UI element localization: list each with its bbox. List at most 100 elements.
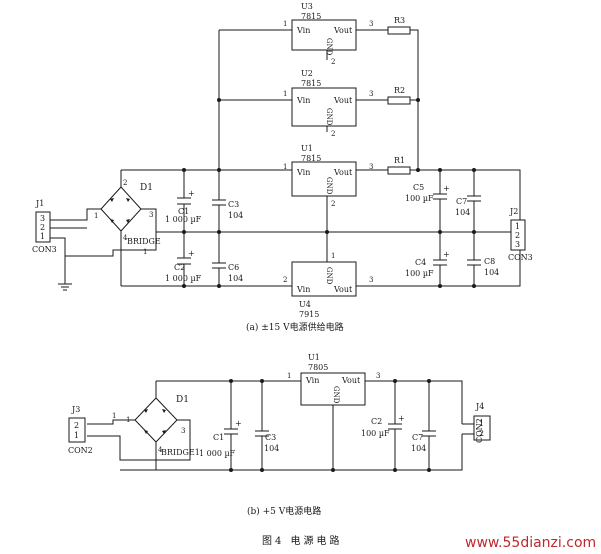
- connector-j2-pin: 1: [515, 222, 520, 231]
- regulator-u4-pin-in: 2: [283, 276, 287, 284]
- wire-j4: [462, 423, 474, 435]
- regulator-u3-ref: U3: [301, 2, 313, 11]
- capacitor-c7-value: 104: [455, 208, 470, 217]
- regulator-u4-pin-out: 3: [369, 276, 373, 284]
- capacitor-c6-ref: C6: [228, 263, 239, 272]
- connector-j1-ref: J1: [35, 199, 44, 208]
- capacitor-b-c3-value: 104: [264, 444, 279, 453]
- capacitor-c2-plus: +: [188, 249, 195, 258]
- capacitor-c3: C3 104: [212, 170, 243, 232]
- wire-b-bridge-ac2: [87, 419, 191, 461]
- bridge-a-pin: 4: [123, 234, 128, 242]
- capacitor-c8-value: 104: [484, 268, 499, 277]
- connector-j1-type: CON3: [32, 245, 57, 254]
- connector-j3-type: CON2: [68, 446, 93, 455]
- regulator-u2-part: 7815: [301, 79, 321, 88]
- regulator-u2-body: [291, 87, 357, 127]
- regulator-u3-body: [291, 19, 357, 51]
- capacitor-c5-value: 100 µF: [405, 194, 434, 203]
- junction: [260, 379, 264, 383]
- capacitor-b-c7: C7 104: [411, 381, 436, 470]
- bridge-b-ref: D1: [176, 395, 189, 405]
- capacitor-c5-plus: +: [443, 184, 450, 193]
- regulator-u5-pin-in: 1: [287, 372, 291, 380]
- junction: [217, 284, 221, 288]
- capacitor-b-c1-plus: +: [235, 419, 242, 428]
- junction: [427, 468, 431, 472]
- regulator-u4-vout: Vout: [333, 285, 353, 294]
- connector-j1: J1 3 2 1 CON3: [32, 199, 57, 254]
- regulator-u4-body: [291, 261, 357, 297]
- regulator-u5-gnd: GND: [332, 386, 340, 404]
- regulator-u4-gnd: GND: [325, 267, 333, 285]
- bridge-a-pin: 1: [94, 212, 98, 220]
- capacitor-c4-value: 100 µF: [405, 269, 434, 278]
- connector-j4-body: [473, 415, 491, 441]
- capacitor-c3-value: 104: [228, 211, 243, 220]
- capacitor-c5: + C5 100 µF: [405, 170, 450, 232]
- regulator-u2-vin: Vin: [296, 96, 310, 105]
- regulator-u3-pin-in: 1: [283, 20, 287, 28]
- junction: [472, 284, 476, 288]
- capacitor-c1-ref: C1: [178, 207, 189, 216]
- connector-j2-type: CON3: [508, 253, 533, 262]
- wire-reg-outputs: [356, 29, 388, 171]
- junction: [182, 284, 186, 288]
- capacitor-c8: C8 104: [467, 232, 499, 286]
- capacitor-b-c2-ref: C2: [371, 417, 382, 426]
- regulator-u2-vout: Vout: [333, 96, 353, 105]
- wire-bridge-ac1: [65, 208, 101, 221]
- regulator-u3-pin-gnd: 2: [331, 58, 335, 66]
- capacitor-b-c1: + C1 1 000 µF: [199, 381, 242, 470]
- regulator-u4: Vin Vout GND U4 7915 2 3 1: [283, 252, 373, 319]
- regulator-u1-vin: Vin: [296, 168, 310, 177]
- circuit-b: U1 7805 Vin Vout GND 1 3 D1 BRIDGE1 1 3 …: [68, 353, 491, 517]
- capacitor-c3-plates: [212, 199, 226, 206]
- connector-j4-pin: 1: [479, 419, 484, 428]
- resistor-r1-ref: R1: [394, 156, 405, 165]
- diode-arrows: [144, 409, 166, 434]
- regulator-u5-pin-out: 3: [376, 372, 380, 380]
- capacitor-b-c7-ref: C7: [412, 433, 423, 442]
- capacitor-b-c3: C3 104: [255, 381, 279, 470]
- diode-arrows: [110, 198, 130, 223]
- capacitor-b-c3-plates: [255, 430, 269, 437]
- bridge-b-pin: 4: [158, 446, 163, 454]
- capacitor-c8-ref: C8: [484, 257, 495, 266]
- junction: [472, 168, 476, 172]
- connector-j2-body: [510, 219, 526, 251]
- regulator-u3-vout: Vout: [333, 26, 353, 35]
- capacitor-b-c7-plates: [422, 430, 436, 437]
- capacitor-b-c1-plates: [224, 428, 238, 435]
- capacitor-c5-ref: C5: [413, 183, 424, 192]
- bridge-a-pin: 1: [143, 248, 147, 256]
- connector-j1-body: [35, 211, 51, 243]
- regulator-u5-part: 7805: [308, 363, 328, 372]
- figure-caption: 图4 电源电路: [262, 534, 343, 547]
- connector-j2-pin: 3: [515, 240, 520, 249]
- capacitor-b-c3-ref: C3: [265, 433, 276, 442]
- regulator-u1-gnd: GND: [325, 177, 333, 195]
- capacitor-c2-value: 1 000 µF: [165, 274, 202, 283]
- junction: [427, 379, 431, 383]
- capacitor-c8-plates: [467, 259, 481, 266]
- capacitor-c1-plates: [177, 197, 191, 205]
- capacitor-c1-plus: +: [188, 189, 195, 198]
- connector-j3-body: [68, 417, 86, 443]
- capacitor-c5-plates: [433, 193, 447, 200]
- regulator-u2-pin-out: 3: [369, 90, 373, 98]
- capacitor-c4: + C4 100 µF: [405, 232, 450, 286]
- bridge-a-pin: 3: [149, 211, 153, 219]
- connector-j2-pin: 2: [515, 231, 520, 240]
- regulator-u3-vin: Vin: [296, 26, 310, 35]
- regulator-u4-pin-gnd: 1: [331, 252, 335, 260]
- regulator-u5-ref: U1: [308, 353, 320, 362]
- regulator-u4-part: 7915: [299, 310, 319, 319]
- capacitor-c6-plates: [212, 262, 226, 269]
- regulator-u1-pin-gnd: 2: [331, 200, 335, 208]
- capacitor-c4-ref: C4: [415, 258, 426, 267]
- regulator-u1-part: 7815: [301, 154, 321, 163]
- junction: [217, 230, 221, 234]
- resistor-r2-ref: R2: [394, 86, 405, 95]
- junction: [260, 468, 264, 472]
